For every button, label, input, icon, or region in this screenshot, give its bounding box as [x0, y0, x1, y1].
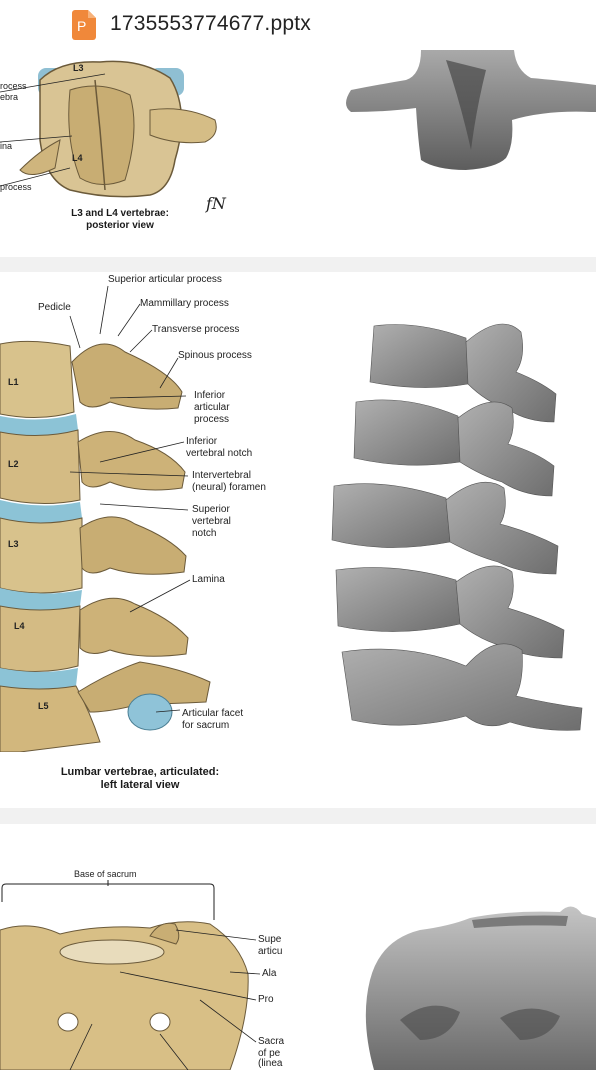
label-sacral-2: of pe [258, 1048, 281, 1059]
label-intervertebral-foramen-2: (neural) foramen [192, 482, 266, 493]
label-vertebra: ebra [0, 92, 19, 102]
label-l3: L3 [73, 63, 84, 73]
label-inferior-articular-process-2: articular [194, 402, 230, 413]
pptx-file-icon[interactable]: P [72, 10, 96, 40]
signature: fN [206, 194, 226, 213]
vertebra-3d-render-posterior [346, 50, 596, 170]
label-l5: L5 [38, 701, 49, 711]
pptx-file-icon-letter: P [77, 18, 86, 34]
label-intervertebral-foramen-1: Intervertebral [192, 470, 251, 481]
slide-1-caption: L3 and L4 vertebrae: posterior view [40, 208, 200, 232]
label-inferior-vertebral-notch-1: Inferior [186, 436, 218, 447]
label-sacral-1: Sacra [258, 1036, 285, 1047]
slide-2-caption-line-2: left lateral view [100, 779, 180, 791]
slide-1-caption-line-1: L3 and L4 vertebrae: [71, 208, 169, 219]
vertebrae-posterior-illustration [0, 60, 217, 198]
label-promontory: Pro [258, 994, 274, 1005]
label-superior-vertebral-notch-2: vertebral [192, 516, 231, 527]
label-l2: L2 [8, 459, 19, 469]
label-l1: L1 [8, 377, 19, 387]
label-process-top: rocess [0, 81, 27, 91]
label-inferior-articular-process-1: Inferior [194, 390, 226, 401]
slide-1-caption-line-2: posterior view [86, 220, 154, 231]
label-transverse-process: Transverse process [152, 324, 240, 335]
label-lamina: Lamina [192, 574, 225, 585]
label-base-of-sacrum: Base of sacrum [74, 869, 137, 879]
label-l3: L3 [8, 539, 19, 549]
slide-3[interactable]: Base of sacrum Supe articu Ala Pro Sacra… [0, 824, 596, 1070]
label-l4: L4 [72, 153, 83, 163]
label-spinous-process: Spinous process [178, 350, 252, 361]
lumbar-vertebrae-3d-render-lateral [331, 323, 583, 731]
label-pedicle: Pedicle [38, 302, 71, 313]
sacrum-3d-render [365, 906, 596, 1070]
label-articular-facet-2: for sacrum [182, 720, 230, 731]
label-mammillary-process: Mammillary process [140, 298, 229, 309]
label-inferior-articular-process-3: process [194, 414, 230, 425]
label-articular-facet-1: Articular facet [182, 708, 244, 719]
label-l4: L4 [14, 621, 25, 631]
slide-2[interactable]: Superior articular process Pedicle Mammi… [0, 272, 596, 808]
slide-1[interactable]: rocess ebra ina process L3 L4 L3 and L4 … [0, 50, 596, 257]
sacrum-illustration [0, 880, 261, 1070]
slide-2-caption: Lumbar vertebrae, articulated: left late… [40, 766, 240, 792]
label-superior-articular-process: Superior articular process [108, 274, 222, 285]
label-ala: Ala [262, 968, 277, 979]
label-superior-2: articu [258, 946, 283, 957]
label-inferior-vertebral-notch-2: vertebral notch [186, 448, 253, 459]
lumbar-vertebrae-lateral-illustration [0, 285, 211, 752]
label-superior-vertebral-notch-1: Superior [192, 504, 230, 515]
label-superior-vertebral-notch-3: notch [192, 528, 217, 539]
file-header-bar: P 1735553774677.pptx [0, 0, 596, 50]
label-lamina: ina [0, 141, 13, 151]
label-sacral-3: (linea [258, 1058, 283, 1069]
file-name: 1735553774677.pptx [110, 12, 311, 35]
slide-2-caption-line-1: Lumbar vertebrae, articulated: [60, 766, 220, 778]
label-process-bottom: process [0, 182, 32, 192]
label-superior-1: Supe [258, 934, 282, 945]
